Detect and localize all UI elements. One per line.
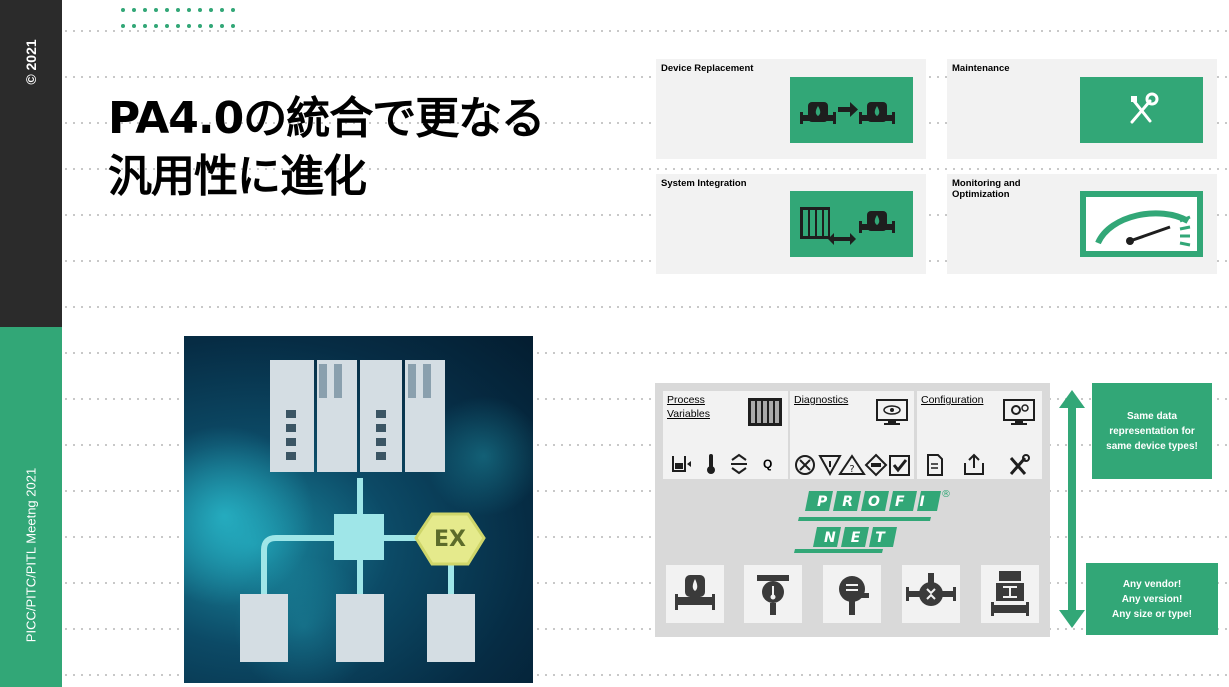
decorative-dot	[231, 8, 235, 12]
decorative-dot	[132, 8, 136, 12]
failure-icon	[795, 455, 815, 475]
flowmeter-icon	[675, 575, 715, 610]
copyright-text: © 2021	[23, 39, 39, 85]
device-replacement-icon	[790, 77, 913, 143]
profinet-logo: PROFI NET ®	[794, 489, 951, 553]
section-configuration: Configuration	[917, 391, 1042, 479]
pdf-doc-icon	[927, 454, 943, 476]
decorative-dot	[143, 24, 147, 28]
decorative-dot	[220, 8, 224, 12]
decorative-dot	[121, 24, 125, 28]
decorative-dot	[143, 8, 147, 12]
decorative-dot	[209, 24, 213, 28]
card-device-replacement: Device Replacement	[656, 59, 926, 159]
export-icon	[964, 453, 984, 475]
card-system-integration: System Integration	[656, 174, 926, 274]
decorative-dot	[121, 8, 125, 12]
card-label: Monitoring and Optimization	[952, 178, 1021, 200]
slide-title: PA4.0の統合で更なる 汎用性に進化	[108, 90, 545, 206]
monitor-eye-icon	[876, 399, 908, 425]
decorative-dot	[176, 8, 180, 12]
section-label: Configuration	[921, 394, 984, 406]
system-integration-icon	[790, 191, 913, 257]
card-monitoring: Monitoring and Optimization	[947, 174, 1217, 274]
flow-icon: Q	[763, 457, 773, 471]
title-line-2: 汎用性に進化	[108, 151, 367, 202]
out-of-spec-icon: ?	[838, 454, 866, 475]
callout-any-vendor: Any vendor! Any version! Any size or typ…	[1086, 563, 1218, 635]
decorative-dot	[198, 8, 202, 12]
maintenance-required-icon	[864, 453, 888, 477]
card-maintenance: Maintenance	[947, 59, 1217, 159]
device-actuator	[981, 565, 1039, 623]
sidebar-green-band: PICC/PITC/PITL Meetng 2021	[0, 327, 62, 687]
decorative-dot	[198, 24, 202, 28]
event-name: PICC/PITC/PITL Meetng 2021	[23, 467, 39, 643]
device-magflow	[902, 565, 960, 623]
pressure-icon	[731, 453, 747, 475]
section-label: Diagnostics	[794, 394, 849, 406]
decorative-dot	[187, 24, 191, 28]
profinet-logo-bottom: NET	[824, 530, 900, 546]
monitor-gear-icon	[1003, 399, 1035, 425]
decorative-dot	[231, 24, 235, 28]
decorative-dot	[187, 8, 191, 12]
actuator-icon	[991, 571, 1029, 616]
level-icon	[672, 456, 691, 472]
callout-same-representation: Same data representation for same device…	[1092, 383, 1212, 479]
decorative-dot	[176, 24, 180, 28]
registered-mark: ®	[941, 489, 951, 500]
device-temperature	[744, 565, 802, 623]
section-process-variables: Process Variables Q	[663, 391, 788, 479]
card-label: Device Replacement	[661, 63, 754, 74]
sidebar-dark-band: © 2021	[0, 0, 62, 327]
decorative-dot	[132, 24, 136, 28]
title-line-1: PA4.0の統合で更なる	[108, 93, 545, 144]
decorative-dot	[220, 24, 224, 28]
decorative-dot	[165, 8, 169, 12]
section-label: Process Variables	[667, 394, 710, 420]
ex-badge: EX	[434, 527, 466, 552]
card-label: Maintenance	[952, 63, 1010, 74]
decorative-dots	[121, 8, 243, 34]
ok-icon	[889, 455, 910, 476]
temperature-transmitter-icon	[757, 575, 789, 615]
gauge-icon	[1080, 191, 1203, 257]
profinet-logo-top: PROFI	[817, 494, 940, 510]
svg-text:?: ?	[849, 464, 854, 475]
decorative-dot	[209, 8, 213, 12]
wrench-screwdriver-icon	[1080, 77, 1203, 143]
decorative-dot	[165, 24, 169, 28]
vertical-double-arrow	[1059, 390, 1085, 628]
section-diagnostics: Diagnostics ?	[790, 391, 914, 479]
hero-network-illustration: EX	[184, 336, 533, 683]
check-function-icon	[818, 455, 842, 477]
plc-icon	[748, 398, 782, 426]
device-pressure	[823, 565, 881, 623]
decorative-dot	[154, 8, 158, 12]
pressure-transmitter-icon	[839, 576, 869, 615]
card-label: System Integration	[661, 178, 747, 189]
magnetic-flowmeter-icon	[906, 573, 956, 606]
tools-icon	[1009, 454, 1030, 475]
device-flowmeter	[666, 565, 724, 623]
decorative-dot	[154, 24, 158, 28]
thermometer-icon	[707, 454, 715, 474]
